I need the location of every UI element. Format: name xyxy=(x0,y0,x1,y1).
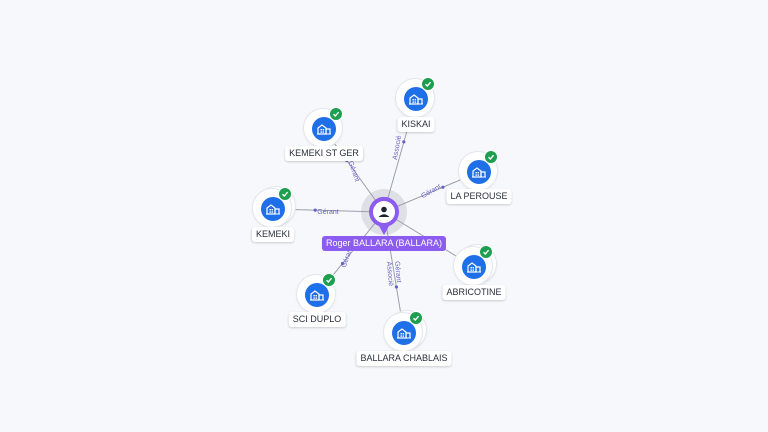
company-label-kemeki[interactable]: KEMEKI xyxy=(251,227,295,242)
person-icon xyxy=(369,196,399,235)
company-label-ballara-chablais[interactable]: BALLARA CHABLAIS xyxy=(356,351,452,366)
company-label-kiskai[interactable]: KISKAI xyxy=(397,117,435,132)
company-label-sci-duplo[interactable]: SCI DUPLO xyxy=(288,312,346,327)
edge-label-kemeki-st-ger: Gérant xyxy=(346,160,360,183)
building-icon xyxy=(462,255,486,279)
building-icon xyxy=(392,321,416,345)
company-node-abricotine[interactable] xyxy=(454,245,496,285)
building-icon xyxy=(312,117,336,141)
verified-check-icon xyxy=(278,187,292,201)
center-person-label[interactable]: Roger BALLARA (BALLARA) xyxy=(321,236,447,251)
verified-check-icon xyxy=(329,107,343,121)
edge-arrow-kiskai xyxy=(402,140,406,144)
company-label-la-perouse[interactable]: LA PEROUSE xyxy=(446,189,512,204)
verified-check-icon xyxy=(484,150,498,164)
center-person-node[interactable] xyxy=(368,196,400,235)
edge-arrow-sci-duplo xyxy=(340,261,345,266)
company-node-kemeki-st-ger[interactable] xyxy=(304,107,343,147)
building-icon xyxy=(305,283,329,307)
edge-arrow-kemeki xyxy=(313,208,317,212)
company-node-ballara-chablais[interactable] xyxy=(384,311,426,351)
edge-arrow-la-perouse xyxy=(441,185,445,189)
edge-label-kemeki: Gérant xyxy=(317,209,338,216)
verified-check-icon xyxy=(409,311,423,325)
verified-check-icon xyxy=(421,77,435,91)
edge-arrow-ballara-chablais xyxy=(394,285,398,289)
building-icon xyxy=(467,160,491,184)
edge-label-ballara-chablais: Gérant xyxy=(393,261,402,283)
company-label-abricotine[interactable]: ABRICOTINE xyxy=(442,285,506,300)
building-icon xyxy=(261,197,285,221)
edge-label-ballara-chablais: Associé xyxy=(385,261,394,286)
company-node-kiskai[interactable] xyxy=(396,77,435,117)
building-icon xyxy=(404,87,428,111)
verified-check-icon xyxy=(322,273,336,287)
edge-label-kiskai: Associé xyxy=(392,135,403,160)
company-label-kemeki-st-ger[interactable]: KEMEKI ST GER xyxy=(285,146,363,161)
edge-label-la-perouse: Gérant xyxy=(420,183,442,200)
company-node-kemeki[interactable] xyxy=(253,187,295,227)
company-node-la-perouse[interactable] xyxy=(459,150,498,190)
company-node-sci-duplo[interactable] xyxy=(297,273,336,313)
verified-check-icon xyxy=(479,245,493,259)
